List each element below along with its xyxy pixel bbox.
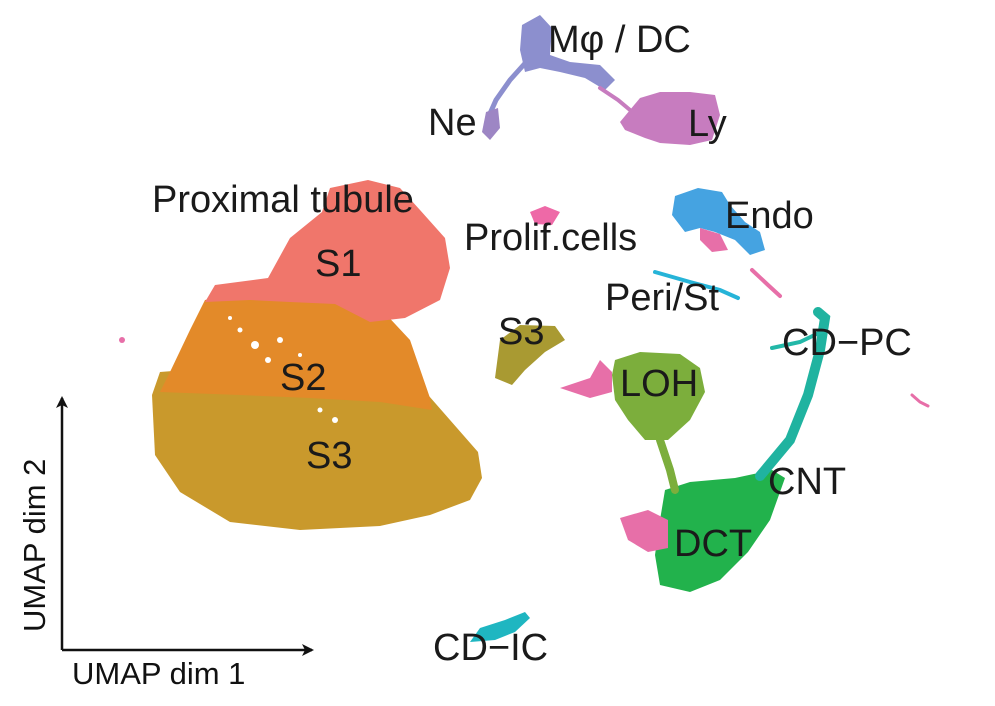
cluster-label-cd-ic: CD−IC [433, 627, 548, 669]
cluster-label-s3: S3 [306, 435, 352, 477]
cluster-s3-small [495, 325, 565, 385]
cluster-loh-bridge [656, 436, 679, 494]
speck-right [910, 393, 930, 408]
cluster-prolif [530, 206, 560, 225]
cluster-label-peri-st: Peri/St [605, 277, 719, 319]
cluster-cdic [470, 612, 530, 642]
axes: UMAP dim 1 UMAP dim 2 [17, 396, 314, 691]
cluster-peri [653, 270, 740, 300]
cluster-ly-link [598, 86, 632, 112]
speck-left [119, 337, 125, 343]
cluster-label-cnt: CNT [768, 461, 846, 503]
x-axis-label: UMAP dim 1 [72, 656, 245, 691]
y-axis-label: UMAP dim 2 [17, 459, 52, 632]
cluster-endo-tail [750, 268, 782, 298]
cluster-mphi-branch [485, 57, 531, 121]
cluster-mphi [520, 15, 615, 90]
cluster-cnt [755, 307, 831, 481]
cluster-dct [655, 470, 785, 592]
cluster-loh [612, 352, 705, 440]
cluster-label-dct: DCT [674, 523, 752, 565]
cluster-label-cd-pc: CD−PC [782, 322, 912, 364]
cluster-label-s2: S2 [280, 357, 326, 399]
cluster-label-ly: Ly [688, 103, 727, 145]
group-label-proximal-tubule: Proximal tubule [152, 179, 414, 221]
cluster-s1 [205, 180, 450, 322]
cluster-endo-mixed [700, 228, 728, 252]
cluster-label-endo: Endo [725, 195, 814, 237]
cluster-ly [620, 92, 720, 145]
cluster-s3 [152, 365, 482, 530]
cluster-label-loh: LOH [620, 363, 698, 405]
cluster-s2-holes [228, 316, 338, 423]
cluster-endo [672, 188, 765, 255]
cluster-label-s3-small: S3 [498, 311, 544, 353]
cluster-label-mphi-dc: Mφ / DC [548, 19, 691, 61]
cluster-dct-mixed [620, 510, 668, 552]
cluster-loh-mixed [560, 360, 612, 398]
cluster-label-ne: Ne [428, 102, 477, 144]
cluster-cdpc [770, 328, 827, 350]
cluster-labels: Proximal tubule S1 S2 S3 S3 LOH DCT CNT … [152, 19, 912, 669]
cluster-label-prolif-cells: Prolif.cells [464, 217, 637, 259]
cluster-shapes [119, 15, 930, 642]
cluster-ne [482, 108, 500, 140]
cluster-label-s1: S1 [315, 243, 361, 285]
